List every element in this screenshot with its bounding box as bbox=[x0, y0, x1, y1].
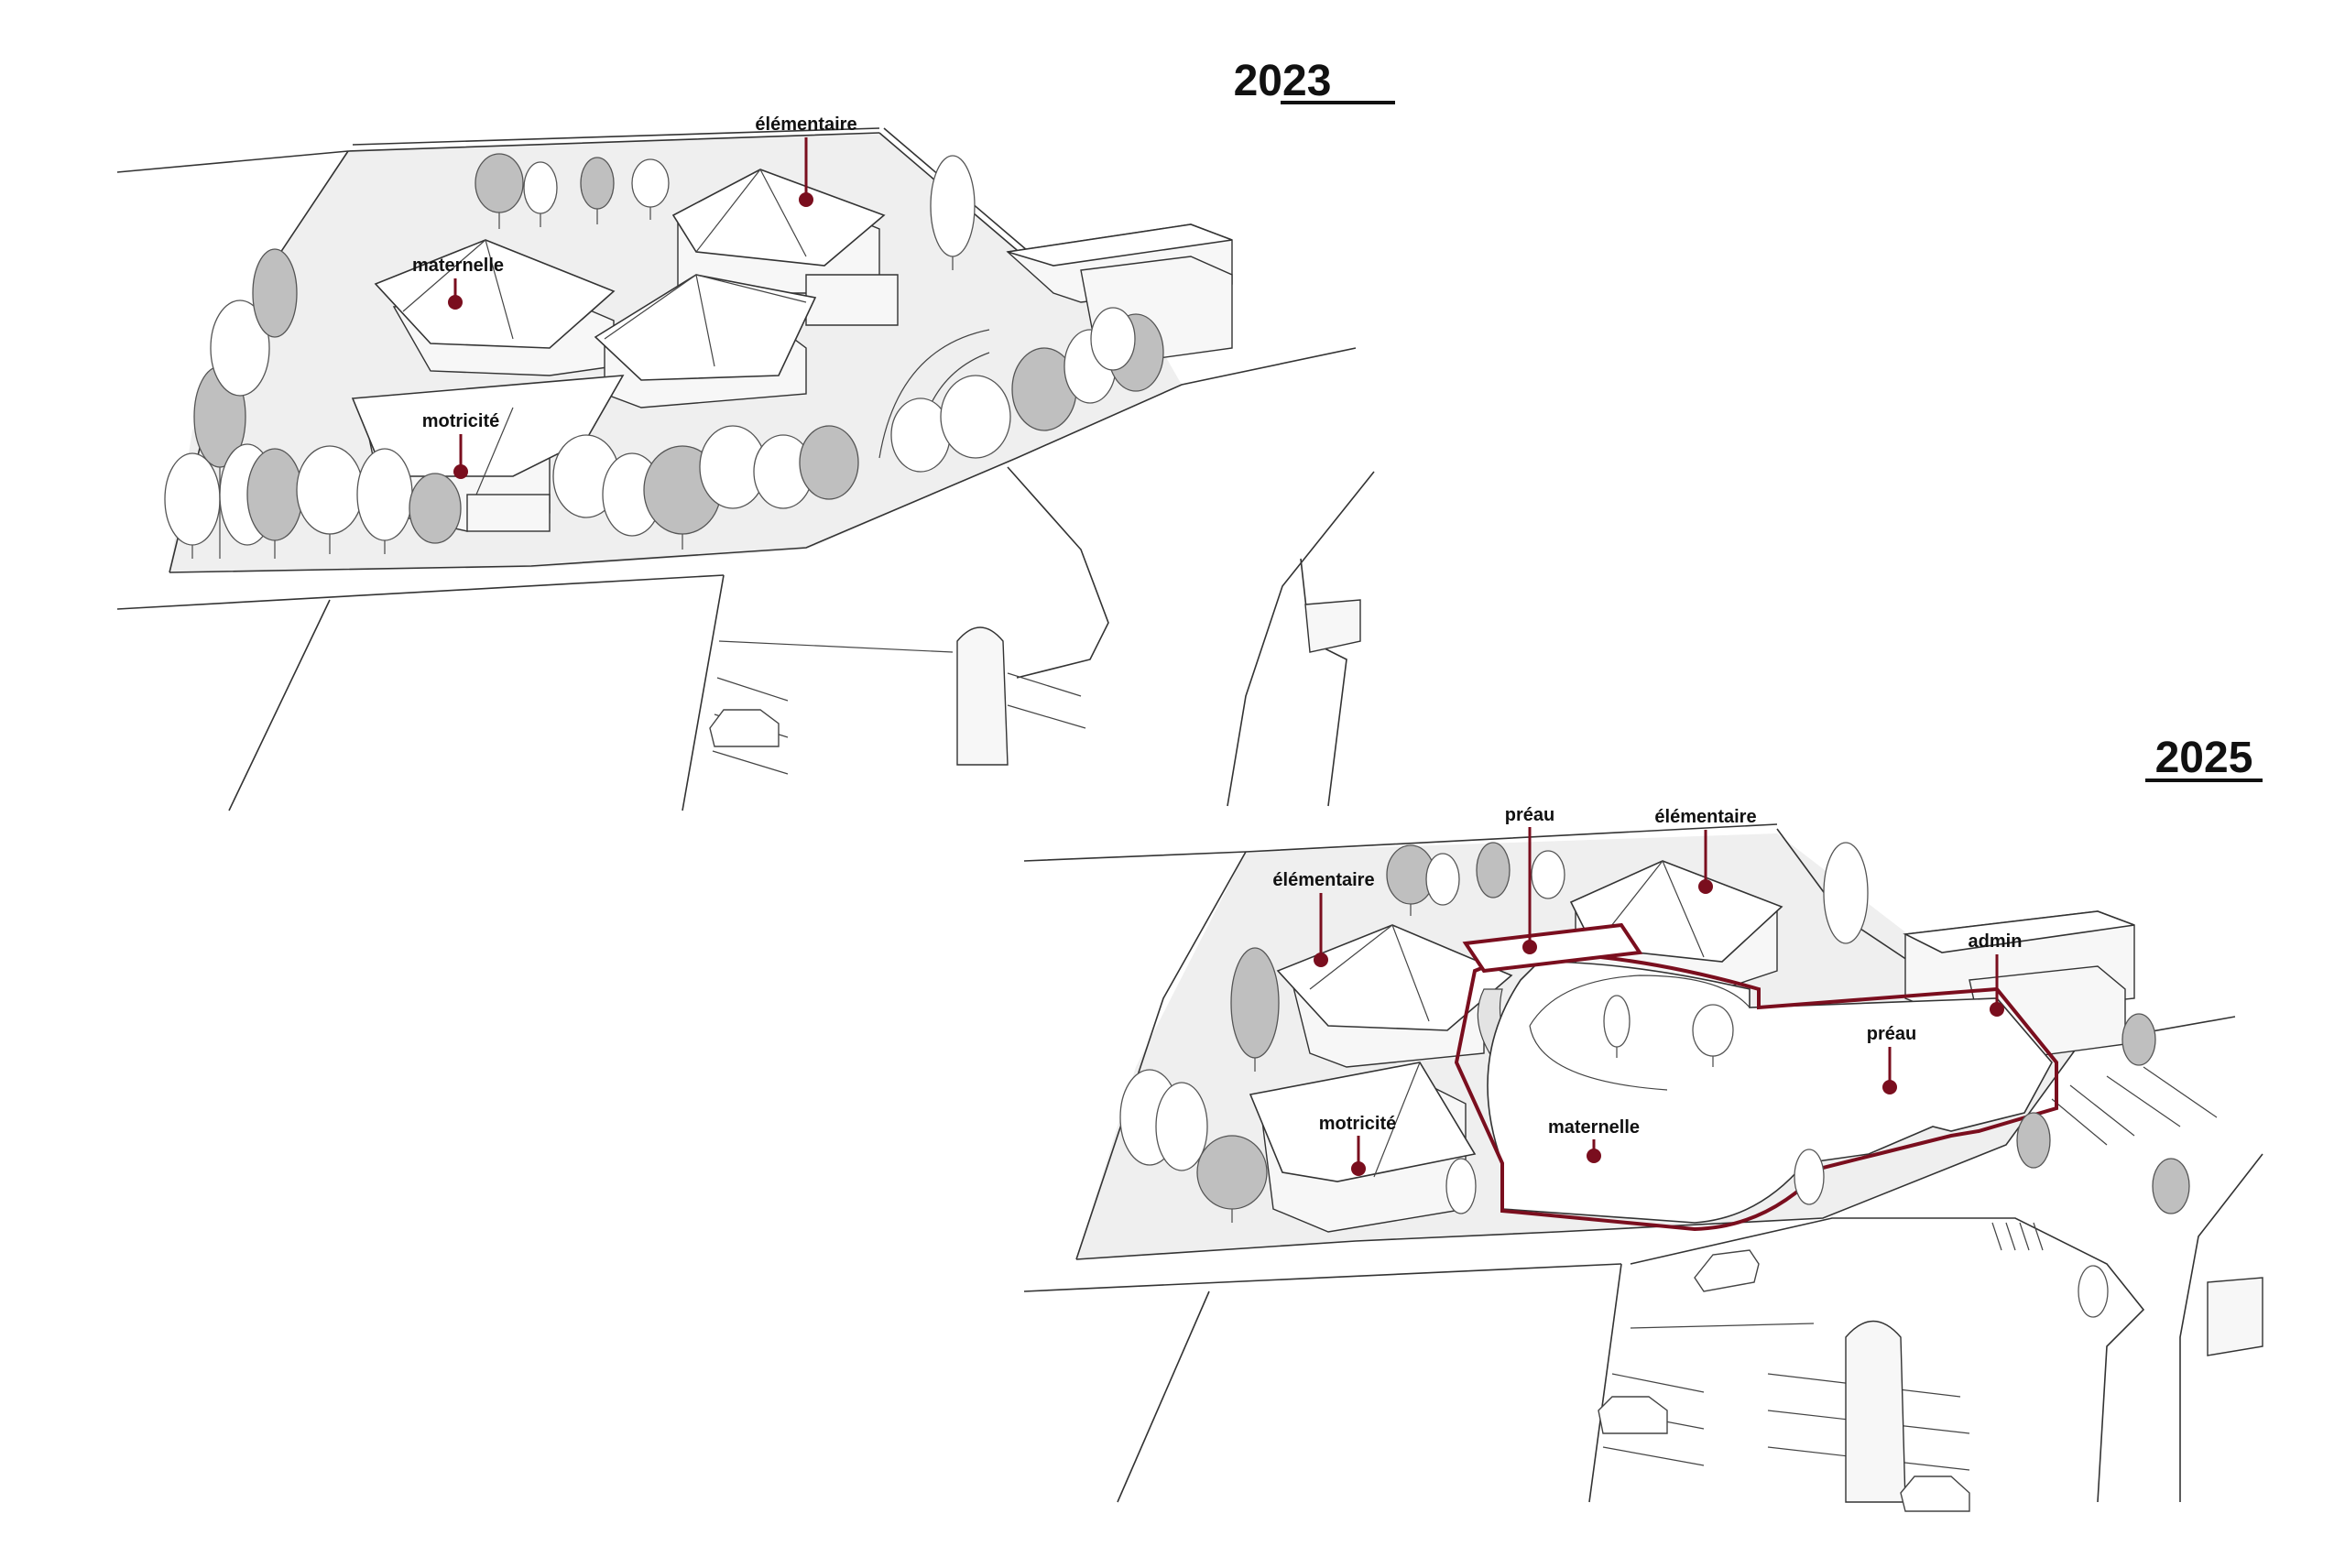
building-elementaire-left-2025 bbox=[1276, 924, 1513, 1068]
pin-dot bbox=[1314, 953, 1328, 967]
crosswalk-2025 bbox=[1991, 1222, 2044, 1251]
pin-dot bbox=[1351, 1161, 1366, 1176]
cars-2025 bbox=[1598, 1249, 1970, 1512]
label-elementaire-top-2025-text: élémentaire bbox=[1654, 807, 1756, 827]
label-elementaire-2023-text: élémentaire bbox=[755, 114, 856, 135]
label-motricite-2025-text: motricité bbox=[1319, 1114, 1396, 1134]
pin-dot bbox=[1522, 940, 1537, 954]
pin-dot bbox=[453, 464, 468, 479]
plan-2023: 2023 bbox=[116, 57, 1395, 811]
label-maternelle-2025: maternelle bbox=[1548, 1117, 1640, 1163]
trees-2023 bbox=[164, 153, 1164, 559]
pin-dot bbox=[448, 295, 463, 310]
label-maternelle-2023: maternelle bbox=[412, 256, 504, 310]
label-preau-right-2025: préau bbox=[1867, 1024, 1916, 1094]
road-line-2023 bbox=[116, 574, 725, 610]
year-2025-title: 2025 bbox=[2155, 734, 2253, 782]
label-preau-right-2025-text: préau bbox=[1867, 1024, 1916, 1044]
bus-shelter-2025 bbox=[1845, 1320, 1906, 1503]
building-new-2025 bbox=[1454, 922, 2058, 1232]
year-2023-title: 2023 bbox=[1234, 57, 1332, 105]
pin-dot bbox=[799, 192, 813, 207]
label-elementaire-left-2025-text: élémentaire bbox=[1272, 870, 1374, 890]
label-preau-top-2025-text: préau bbox=[1505, 805, 1554, 825]
label-maternelle-2025-text: maternelle bbox=[1548, 1117, 1640, 1138]
label-admin-2025: admin bbox=[1969, 931, 2023, 1017]
pin-dot bbox=[1587, 1149, 1601, 1163]
bus-shelter-2023 bbox=[956, 626, 1009, 766]
label-elementaire-left-2025: élémentaire bbox=[1272, 870, 1375, 967]
building-motricite-2025 bbox=[1249, 1062, 1477, 1233]
street-edge-2023 bbox=[169, 347, 1357, 573]
trees-2025 bbox=[1119, 842, 2190, 1318]
pin-dot bbox=[1990, 1002, 2004, 1017]
label-admin-2025-text: admin bbox=[1969, 931, 2023, 952]
building-maternelle-2023 bbox=[374, 239, 616, 376]
label-maternelle-2023-text: maternelle bbox=[412, 256, 504, 276]
car-2023 bbox=[709, 709, 780, 747]
pin-dot bbox=[1882, 1080, 1897, 1094]
building-central-2023 bbox=[594, 274, 817, 408]
label-elementaire-top-2025: élémentaire bbox=[1654, 807, 1757, 894]
label-motricite-2023-text: motricité bbox=[422, 411, 499, 431]
boundary-left-2025 bbox=[1075, 851, 1247, 1260]
label-elementaire-2023: élémentaire bbox=[755, 114, 857, 207]
label-motricite-2025: motricité bbox=[1319, 1114, 1396, 1176]
label-motricite-2023: motricité bbox=[422, 411, 499, 479]
pin-dot bbox=[1698, 879, 1713, 894]
label-preau-top-2025: préau bbox=[1505, 805, 1554, 954]
plan-2025: 2025 bbox=[1023, 734, 2263, 1512]
